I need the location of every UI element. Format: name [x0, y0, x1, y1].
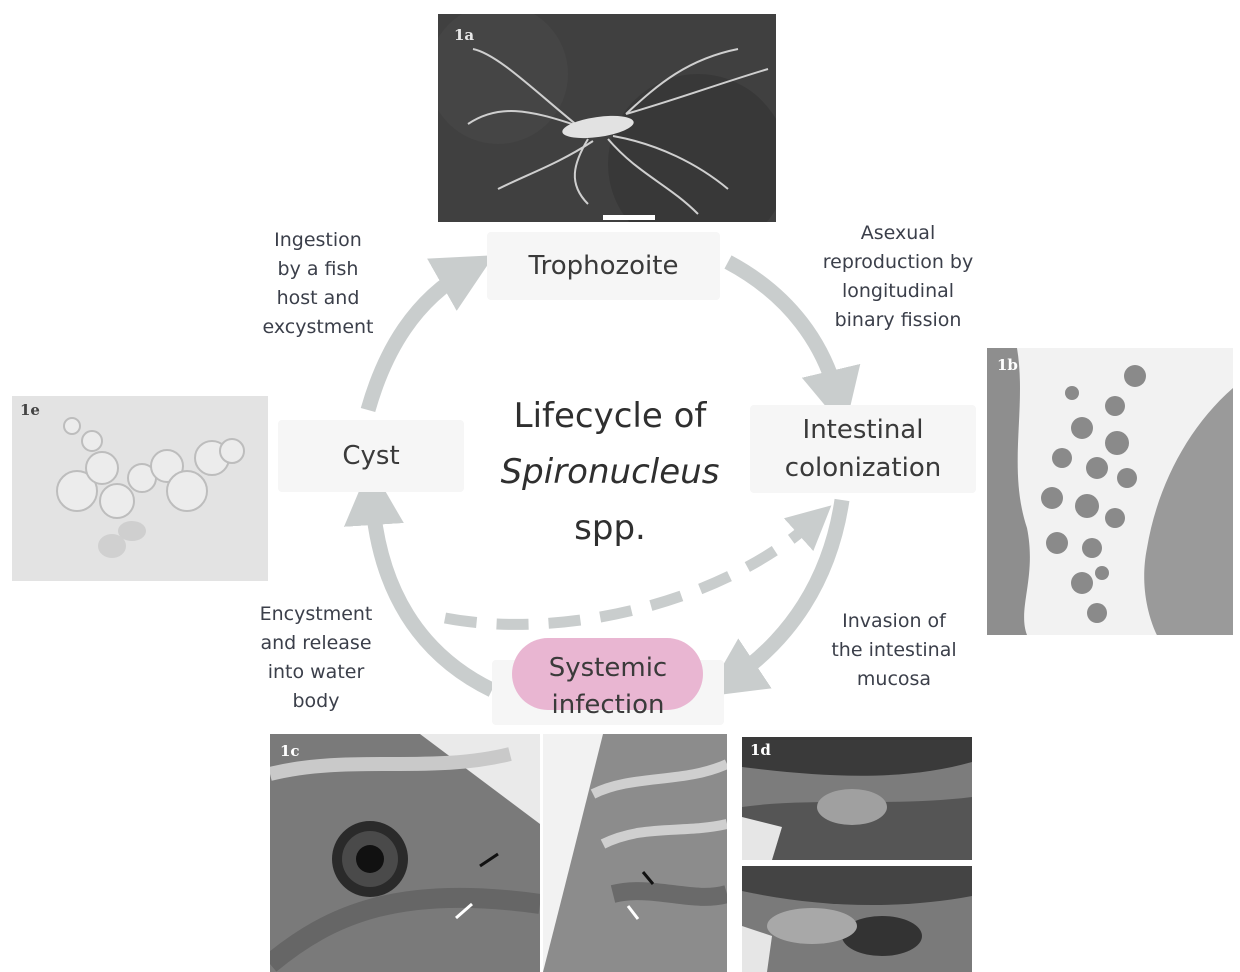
photo-1d-dissection-top: 1d: [742, 737, 972, 860]
photo-1c-left-drawing: [270, 734, 540, 972]
panel-label-1b: 1b: [997, 356, 1018, 374]
stage-cyst: Cyst: [278, 420, 464, 492]
stage-intestinal-line1: Intestinal: [802, 415, 924, 445]
stage-intestinal-colonization: Intestinal colonization: [750, 405, 976, 493]
center-title-line2: Spironucleus: [500, 452, 720, 492]
photo-1c-fish-left: 1c: [270, 734, 540, 972]
stage-systemic-line1: Systemic: [548, 653, 668, 683]
caption-asexual-l3: longitudinal: [841, 280, 955, 302]
center-title: Lifecycle of Spironucleus spp.: [470, 388, 750, 556]
arrow-dashed-return: [443, 505, 832, 630]
caption-asexual: Asexual reproduction by longitudinal bin…: [800, 219, 996, 335]
micrograph-1a-drawing: [438, 14, 776, 222]
micrograph-1e-cysts: 1e: [12, 396, 268, 581]
micrograph-1a-trophozoite: 1a: [438, 14, 776, 222]
caption-invasion-l2: the intestinal: [831, 639, 957, 661]
panel-label-1d: 1d: [750, 741, 771, 759]
caption-asexual-l1: Asexual: [860, 222, 936, 244]
arrow-trophozoite-to-intestinal: [724, 255, 861, 430]
stage-systemic-infection: Systemic infection: [508, 650, 708, 724]
caption-ingestion-l4: excystment: [262, 316, 374, 338]
photo-1c-fish-right: [543, 734, 727, 972]
panel-label-1c: 1c: [280, 742, 300, 760]
caption-encystment: Encystment and release into water body: [236, 600, 396, 716]
stage-systemic-infection-highlight: [512, 638, 703, 710]
caption-encystment-l2: and release: [260, 632, 372, 654]
stage-intestinal-line2: colonization: [784, 453, 942, 483]
caption-ingestion-l2: by a fish: [277, 258, 359, 280]
micrograph-1b-intestine: 1b: [987, 348, 1233, 635]
arrow-intestinal-to-systemic: [705, 498, 850, 697]
caption-ingestion: Ingestion by a fish host and excystment: [238, 226, 398, 342]
caption-encystment-l3: into water: [267, 661, 365, 683]
center-title-line3: spp.: [574, 508, 646, 548]
photo-1c-right-drawing: [543, 734, 727, 972]
caption-asexual-l4: binary fission: [834, 309, 962, 331]
caption-encystment-l1: Encystment: [259, 603, 373, 625]
arrow-cyst-to-trophozoite: [360, 255, 495, 413]
caption-invasion: Invasion of the intestinal mucosa: [806, 607, 982, 694]
panel-label-1e: 1e: [20, 401, 40, 419]
stage-systemic-line2: infection: [551, 690, 665, 720]
caption-ingestion-l3: host and: [276, 287, 360, 309]
panel-label-1a: 1a: [454, 26, 475, 44]
micrograph-1b-drawing: [987, 348, 1233, 635]
stage-trophozoite-label: Trophozoite: [528, 251, 679, 281]
caption-ingestion-l1: Ingestion: [274, 229, 362, 251]
micrograph-1e-drawing: [12, 396, 268, 581]
stage-trophozoite: Trophozoite: [487, 232, 720, 300]
caption-asexual-l2: reproduction by: [822, 251, 974, 273]
arrow-systemic-to-cyst: [343, 465, 496, 697]
caption-encystment-l4: body: [292, 690, 340, 712]
photo-1d-dissection-bottom: [742, 866, 972, 972]
caption-invasion-l1: Invasion of: [842, 610, 946, 632]
center-title-line1: Lifecycle of: [513, 396, 707, 436]
photo-1d-top-drawing: [742, 737, 972, 860]
photo-1d-bottom-drawing: [742, 866, 972, 972]
stage-cyst-label: Cyst: [342, 441, 400, 471]
caption-invasion-l3: mucosa: [856, 668, 932, 690]
